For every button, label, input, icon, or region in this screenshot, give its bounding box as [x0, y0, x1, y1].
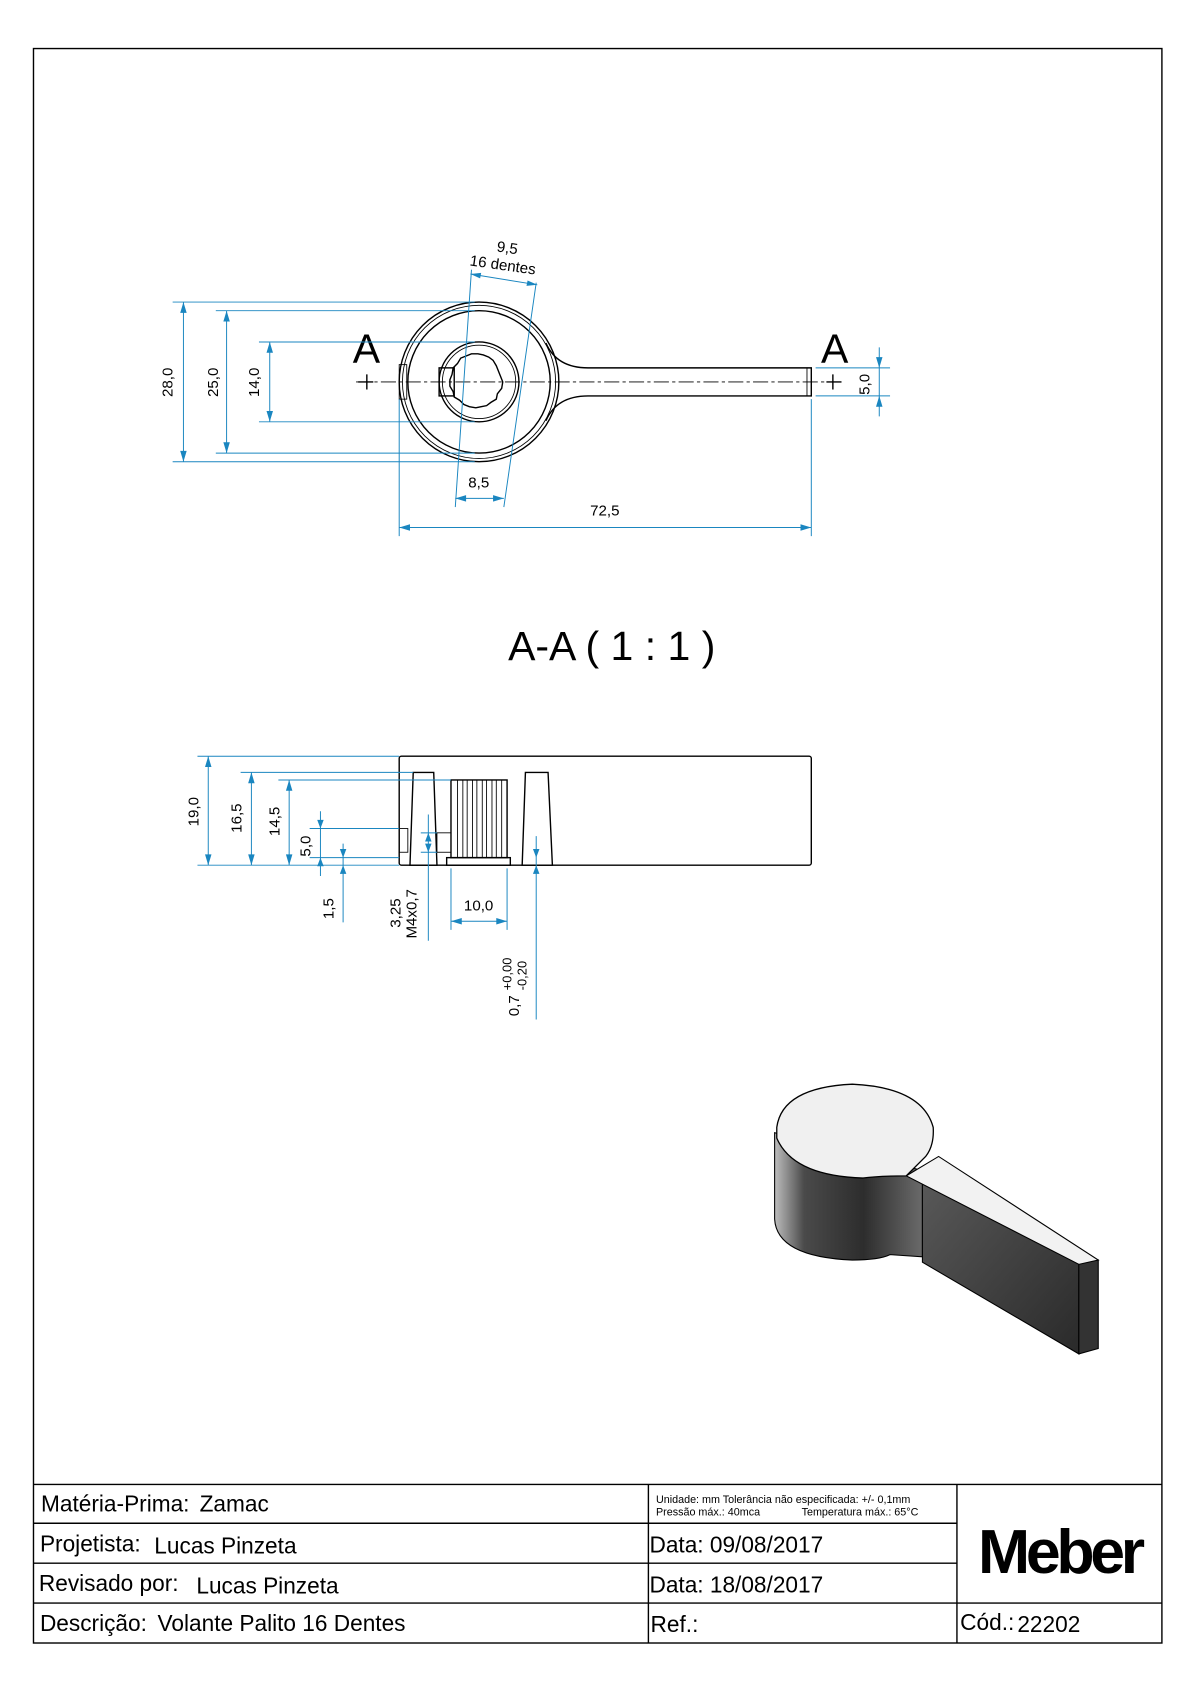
- description-value: Volante Palito 16 Dentes: [158, 1610, 406, 1636]
- material-value: Zamac: [200, 1490, 269, 1516]
- dim-thread: 3,25 M4x0,7: [387, 814, 437, 941]
- reviewer-label: Revisado por:: [39, 1570, 179, 1596]
- notes-temperature: Temperatura máx.: 65°C: [802, 1507, 919, 1519]
- dim-slot-depth: 16,5: [229, 771, 414, 866]
- dim-outer-diameter: 28,0: [160, 301, 475, 463]
- handle-top: [905, 1155, 1100, 1265]
- handle-end: [1078, 1259, 1099, 1355]
- reviewer-value: Lucas Pinzeta: [196, 1572, 339, 1598]
- designer-value: Lucas Pinzeta: [154, 1532, 297, 1558]
- dimension-label: 0,7: [506, 995, 523, 1016]
- drawing-border: [32, 47, 1163, 1644]
- spline-bore: [449, 353, 504, 409]
- dim-teeth: 9,5 16 dentes: [454, 238, 538, 508]
- designer-label: Projetista:: [40, 1530, 141, 1556]
- dimension-label: 3,25: [387, 898, 404, 927]
- dim-height: 19,0: [186, 755, 400, 866]
- dimension-label: 25,0: [205, 368, 222, 397]
- dimension-label: 8,5: [468, 475, 489, 492]
- section-mark-left: A: [353, 325, 381, 371]
- dim-hole-offset: 1,5: [320, 843, 347, 923]
- dimension-label: 14,0: [246, 368, 263, 397]
- small-hole: [398, 828, 409, 853]
- dimension-label: M4x0,7: [403, 889, 420, 939]
- section-body: [398, 755, 812, 866]
- dim-insert-depth: 14,5: [266, 779, 451, 866]
- review-date: Data: 18/08/2017: [649, 1571, 823, 1597]
- material-label: Matéria-Prima:: [41, 1490, 189, 1516]
- dimension-label: 1,5: [320, 898, 337, 919]
- code-label: Cód.:: [960, 1609, 1014, 1635]
- top-view: A A 28,0 25,0 14,0 9,5 16 dentes: [160, 238, 891, 537]
- design-date: Data: 09/08/2017: [649, 1531, 823, 1557]
- dimension-label: +0,00: [499, 958, 514, 991]
- notes-pressure: Pressão máx.: 40mca: [656, 1507, 760, 1519]
- dimension-label: 9,5: [496, 238, 519, 258]
- dimension-label: -0,20: [514, 961, 529, 991]
- dimension-label: 5,0: [857, 374, 874, 395]
- dimension-label: 5,0: [298, 836, 315, 857]
- dim-bore: 8,5: [455, 475, 504, 502]
- dimension-label: 72,5: [590, 503, 619, 520]
- title-block: Matéria-Prima: Zamac Projetista: Lucas P…: [33, 1483, 1162, 1644]
- dimension-label: 10,0: [464, 898, 493, 915]
- notes-line1: Unidade: mm Tolerância não especificada:…: [656, 1494, 910, 1506]
- disc-top: [776, 1083, 934, 1179]
- left-slot: [409, 771, 438, 866]
- description-label: Descrição:: [40, 1610, 147, 1636]
- section-mark-right: A: [821, 325, 849, 371]
- dim-handle-width: 5,0: [815, 347, 891, 417]
- dimension-label: 14,5: [266, 807, 283, 836]
- dimension-label: Matéria-Prima:: [41, 1490, 189, 1516]
- company-logo: Meber: [978, 1517, 1145, 1587]
- section-view: 19,0 16,5 14,5 5,0 1,5 3,25 M4x0,7: [186, 755, 812, 1020]
- dim-hub: 14,0: [246, 341, 475, 423]
- dimension-label: 28,0: [160, 368, 177, 397]
- dim-inner-ring: 25,0: [205, 310, 475, 454]
- dim-insert-width: 10,0: [450, 868, 508, 930]
- ref-label: Ref.:: [651, 1611, 699, 1637]
- dimension-label: 19,0: [186, 797, 203, 826]
- code-value: 22202: [1017, 1611, 1080, 1637]
- dim-total-length: 72,5: [398, 399, 812, 537]
- right-slot: [521, 771, 554, 866]
- isometric-view: [774, 1083, 1100, 1355]
- dimension-label: 16,5: [229, 803, 246, 832]
- dim-hole-height: 5,0: [298, 811, 400, 876]
- section-title: A-A ( 1 : 1 ): [508, 623, 715, 669]
- spline-insert: [445, 779, 512, 866]
- dim-gap: 0,7 +0,00 -0,20: [499, 836, 540, 1020]
